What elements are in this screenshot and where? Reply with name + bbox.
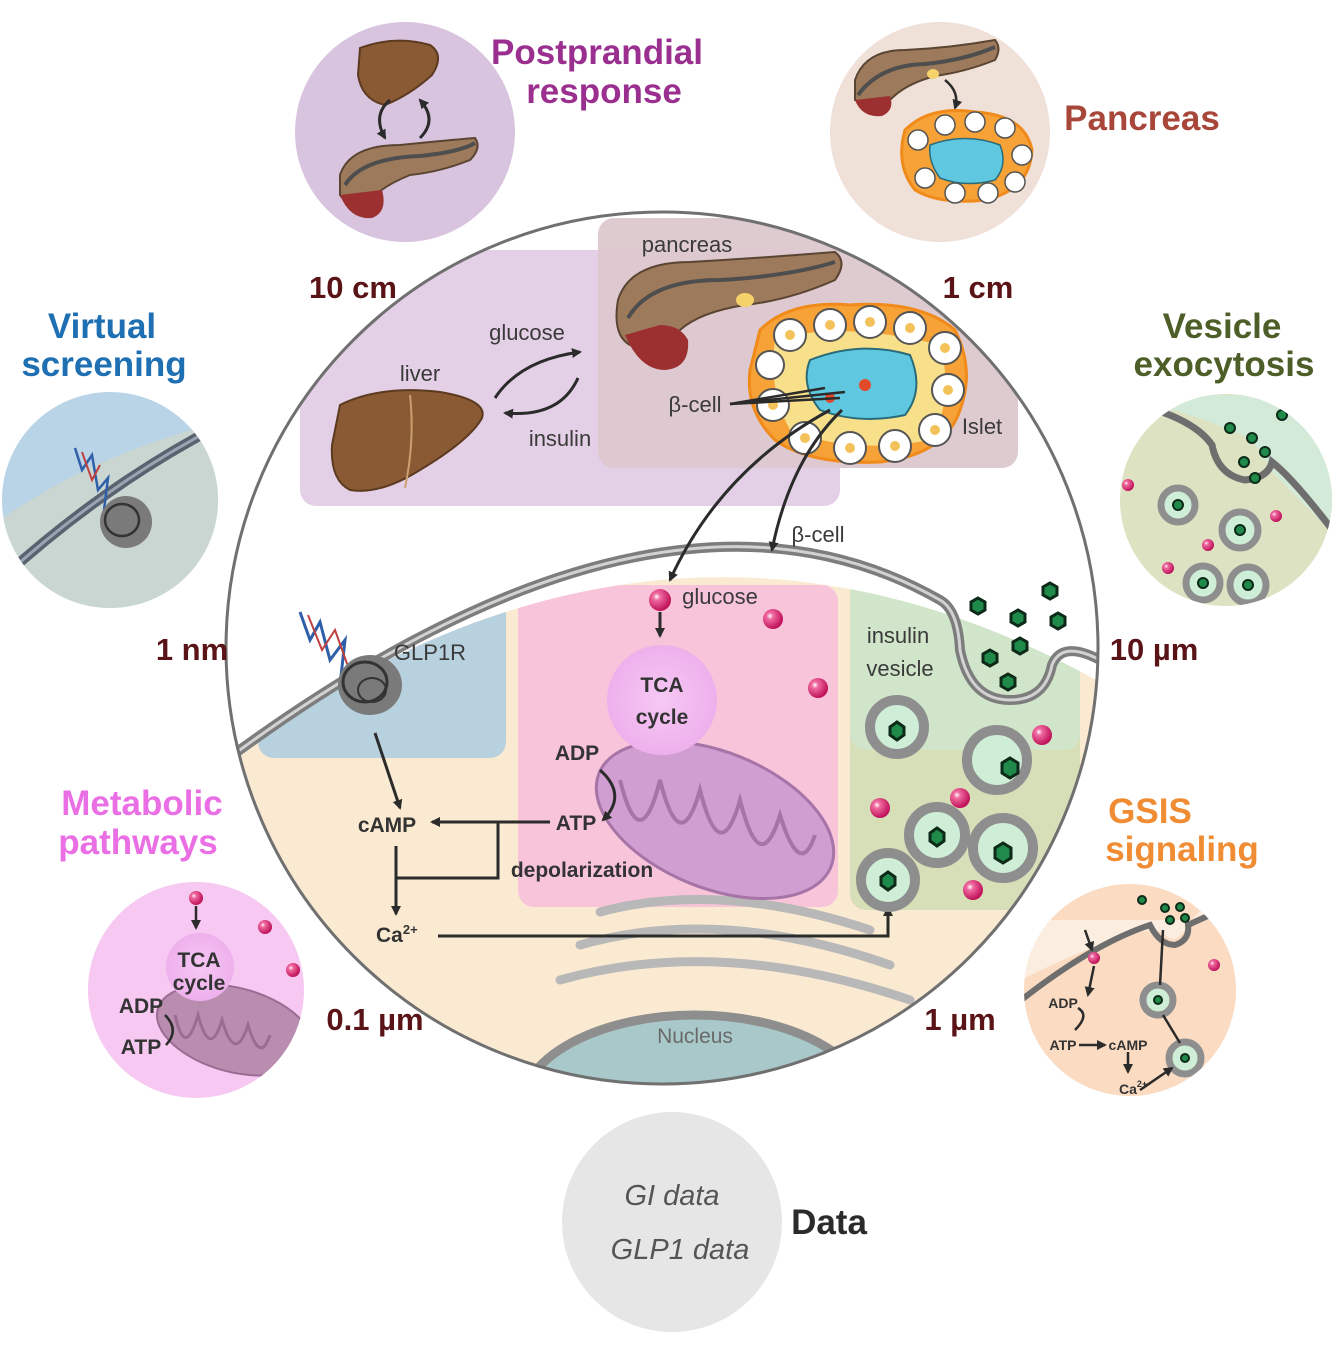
postprandial-module-circle (295, 22, 515, 242)
nucleus-label: Nucleus (657, 1025, 733, 1048)
data-module-circle (562, 1112, 782, 1332)
nucleus (515, 1010, 875, 1084)
gsis-atp: ATP (1050, 1037, 1077, 1053)
postprandial-title-2: response (526, 72, 682, 111)
adp-label: ADP (555, 742, 599, 765)
gsis-calcium: Ca2+ (1119, 1079, 1147, 1097)
pancreas-module-circle (830, 22, 1050, 242)
islet-drawing (747, 302, 968, 465)
metabolic-tca-1: TCA (177, 949, 220, 972)
atp-label: ATP (556, 812, 596, 835)
beta-cell-arrow-label: β-cell (792, 522, 845, 547)
glp1-data-label: GLP1 data (611, 1234, 750, 1266)
glucose-cell-label: glucose (682, 584, 758, 609)
pancreas-organ-label: pancreas (642, 232, 733, 257)
scale-1nm: 1 nm (156, 632, 228, 667)
metabolic-adp: ADP (119, 995, 163, 1018)
depolarization-label: depolarization (511, 859, 653, 882)
metabolic-module-circle (88, 882, 304, 1098)
liver-drawing (330, 389, 484, 492)
scale-01um: 0.1 µm (326, 1002, 423, 1037)
glucose-beads-vesicle-area (870, 725, 1052, 900)
vesicle-exocytosis-module-circle (1120, 394, 1332, 606)
glucose-insulin-cycle (493, 348, 582, 419)
calcium-label: Ca2+ (376, 922, 418, 947)
adp-atp-arc (598, 768, 617, 822)
tca-label-1: TCA (640, 674, 683, 697)
beta-cell-pointers (729, 386, 846, 406)
postprandial-title-1: Postprandial (491, 33, 703, 72)
metabolic-atp: ATP (121, 1036, 161, 1059)
gsis-title-1: GSIS (1108, 792, 1192, 831)
gsis-module-circle (1024, 884, 1236, 1096)
metabolic-title-2: pathways (58, 823, 218, 862)
glp1r-label: GLP1R (394, 640, 466, 665)
scale-10um: 10 µm (1110, 632, 1199, 667)
signaling-arrows (373, 732, 893, 938)
beta-cell-islet-label: β-cell (669, 392, 722, 417)
virtual-screening-title-1: Virtual (48, 307, 156, 346)
gsis-adp: ADP (1048, 995, 1078, 1011)
insulin-vesicle-label-2: vesicle (866, 656, 933, 681)
glp1r-protein (298, 611, 402, 715)
metabolic-tca-2: cycle (173, 972, 226, 995)
tca-label-2: cycle (636, 706, 689, 729)
gsis-title-2: signaling (1105, 830, 1259, 869)
islet-to-cell-arrows (668, 408, 844, 582)
glucose-organ-label: glucose (489, 320, 565, 345)
vesicle-exocytosis-title-2: exocytosis (1134, 345, 1315, 384)
pancreas-drawing (615, 250, 843, 370)
islet-label: Islet (962, 414, 1002, 439)
tca-cycle-bubble (607, 645, 717, 755)
scale-10cm: 10 cm (309, 270, 397, 305)
camp-label: cAMP (358, 814, 416, 837)
scale-1um: 1 µm (924, 1002, 995, 1037)
scale-1cm: 1 cm (943, 270, 1014, 305)
gsis-camp: cAMP (1109, 1037, 1148, 1053)
virtual-screening-title-2: screening (21, 345, 186, 384)
metabolic-title-1: Metabolic (61, 784, 222, 823)
insulin-vesicle-label-1: insulin (867, 623, 929, 648)
vesicle-exocytosis-title-1: Vesicle (1163, 307, 1282, 346)
glucose-bead-main (649, 589, 671, 611)
data-title: Data (791, 1203, 867, 1242)
pancreas-title: Pancreas (1064, 99, 1220, 138)
mitochondrion (594, 739, 836, 901)
insulin-hexamers (879, 581, 1067, 892)
liver-label: liver (400, 361, 440, 386)
insulin-organ-label: insulin (529, 426, 591, 451)
virtual-screening-module-circle (2, 392, 218, 608)
gi-data-label: GI data (624, 1180, 719, 1212)
